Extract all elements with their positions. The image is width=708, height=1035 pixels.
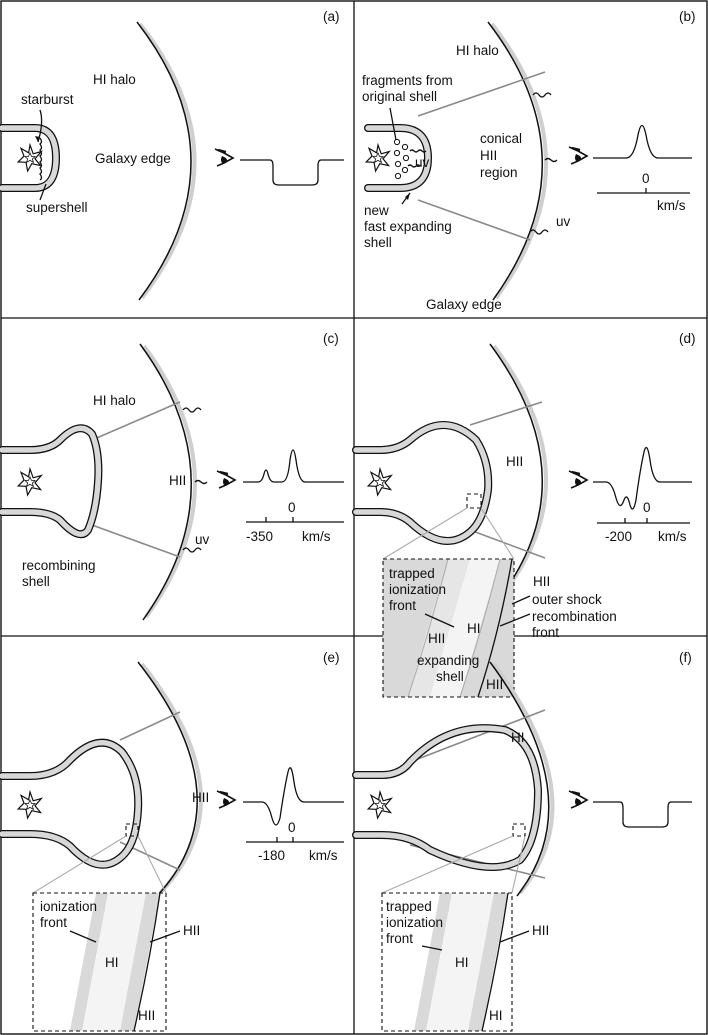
fragments-label-2: original shell xyxy=(362,89,437,104)
hi-bottom-label: HI xyxy=(489,1008,503,1023)
inset-f: trapped ionization front HI HI HII xyxy=(381,892,549,1032)
trapped-label-2: ionization xyxy=(389,582,446,597)
hii-bottom-label: HII xyxy=(138,1008,155,1023)
panel-tag: (e) xyxy=(323,650,340,665)
starburst-label: starburst xyxy=(21,92,74,107)
hi-label: HI xyxy=(467,621,481,636)
axis-tick-180: -180 xyxy=(258,848,285,863)
new-shell-label-2: fast expanding xyxy=(364,219,452,234)
recombination-label-2: front xyxy=(532,625,559,640)
eye-icon xyxy=(215,469,237,490)
axis-unit: km/s xyxy=(657,198,686,213)
recombining-label-1: recombining xyxy=(22,558,96,573)
uv-photon-lower xyxy=(529,229,549,235)
galaxy-edge-label: Galaxy edge xyxy=(95,151,171,166)
hii-bottom-label: HII xyxy=(486,677,503,692)
panel-tag: (b) xyxy=(679,9,696,24)
axis-tick-200: -200 xyxy=(605,529,632,544)
panel-tag: (d) xyxy=(679,331,696,346)
expanding-label-1: expanding xyxy=(417,653,479,668)
spectrum-a xyxy=(240,159,344,186)
trapped-label-1: trapped xyxy=(386,899,432,914)
new-shell-label-3: shell xyxy=(364,235,392,250)
hi-label: HI xyxy=(455,955,469,970)
uv-photon-upper xyxy=(532,92,552,98)
ionization-label-1: ionization xyxy=(40,899,97,914)
eye-icon xyxy=(215,789,237,810)
panel-b: (b) HI halo fragments from original shel… xyxy=(362,9,696,312)
star-burst-icon xyxy=(17,144,42,172)
axis-tick-0: 0 xyxy=(288,820,296,835)
spectrum-b xyxy=(593,124,692,159)
trapped-label-3: front xyxy=(386,931,413,946)
trapped-label-1: trapped xyxy=(389,566,435,581)
uv-outer-label: uv xyxy=(556,214,571,229)
panel-e: (e) HII 0 -180 km/s ioni xyxy=(0,650,344,1032)
panel-c: (c) HI halo HII uv recombining shell 0 -… xyxy=(0,331,344,621)
uv-photon-mid xyxy=(544,157,558,163)
eye-icon xyxy=(567,469,589,490)
hi-top-label: HI xyxy=(511,730,525,745)
recombining-label-2: shell xyxy=(22,574,50,589)
axis-tick-0: 0 xyxy=(643,500,651,515)
axis-unit: km/s xyxy=(309,848,338,863)
panel-tag: (f) xyxy=(679,650,692,665)
spectrum-e xyxy=(243,767,344,826)
halo-label: HI halo xyxy=(93,393,136,408)
axis-unit: km/s xyxy=(302,529,331,544)
galaxy-edge-label: Galaxy edge xyxy=(426,297,502,312)
hii-label: HII xyxy=(192,790,209,805)
supershell-label: supershell xyxy=(26,200,88,215)
panel-a: (a) HI halo Galaxy edge starburst supers… xyxy=(0,9,344,301)
hii-left-label: HII xyxy=(428,631,445,646)
outer-shock-label: outer shock xyxy=(532,592,602,607)
hii-label: HII xyxy=(506,454,523,469)
hi-label: HI xyxy=(105,955,119,970)
star-burst-icon xyxy=(367,791,392,819)
spectrum-f xyxy=(593,801,692,828)
panel-d: (d) HII 0 -200 km/s xyxy=(352,331,696,698)
spectrum-c xyxy=(243,449,344,483)
spectrum-d xyxy=(593,446,692,510)
eye-icon xyxy=(567,789,589,810)
conical-label-1: conical xyxy=(480,131,522,146)
eye-icon xyxy=(567,145,589,166)
star-burst-icon xyxy=(17,468,42,496)
eye-icon xyxy=(213,147,235,168)
panel-tag: (a) xyxy=(323,9,340,24)
hii-right-label: HII xyxy=(532,923,549,938)
axis-tick-0: 0 xyxy=(288,500,296,515)
halo-label: HI halo xyxy=(93,72,136,87)
expanding-label-2: shell xyxy=(436,669,464,684)
axis-unit: km/s xyxy=(658,529,687,544)
fragments-label-1: fragments from xyxy=(362,73,453,88)
panel-f: (f) HI trapped ionization front xyxy=(352,650,692,1032)
halo-label: HI halo xyxy=(456,43,499,58)
star-burst-icon xyxy=(17,791,42,819)
new-shell-label-1: new xyxy=(364,203,389,218)
conical-label-3: region xyxy=(480,165,518,180)
conical-label-2: HII xyxy=(480,148,497,163)
star-burst-icon xyxy=(367,468,392,496)
star-burst-icon xyxy=(365,144,390,172)
hii-right-label: HII xyxy=(533,574,550,589)
trapped-label-2: ionization xyxy=(386,915,443,930)
recombination-label-1: recombination xyxy=(532,609,617,624)
panel-tag: (c) xyxy=(323,331,339,346)
uv-inner-label: uv xyxy=(415,155,430,170)
axis-tick-350: -350 xyxy=(246,529,273,544)
ionization-label-2: front xyxy=(40,915,67,930)
hii-label: HII xyxy=(169,473,186,488)
trapped-label-3: front xyxy=(389,598,416,613)
inset-d: trapped ionization front HI HII expandin… xyxy=(382,558,617,698)
uv-label: uv xyxy=(195,532,210,547)
hii-right-label: HII xyxy=(183,923,200,938)
axis-tick-0: 0 xyxy=(642,171,650,186)
inset-e: ionization front HI HII HII xyxy=(32,892,200,1032)
